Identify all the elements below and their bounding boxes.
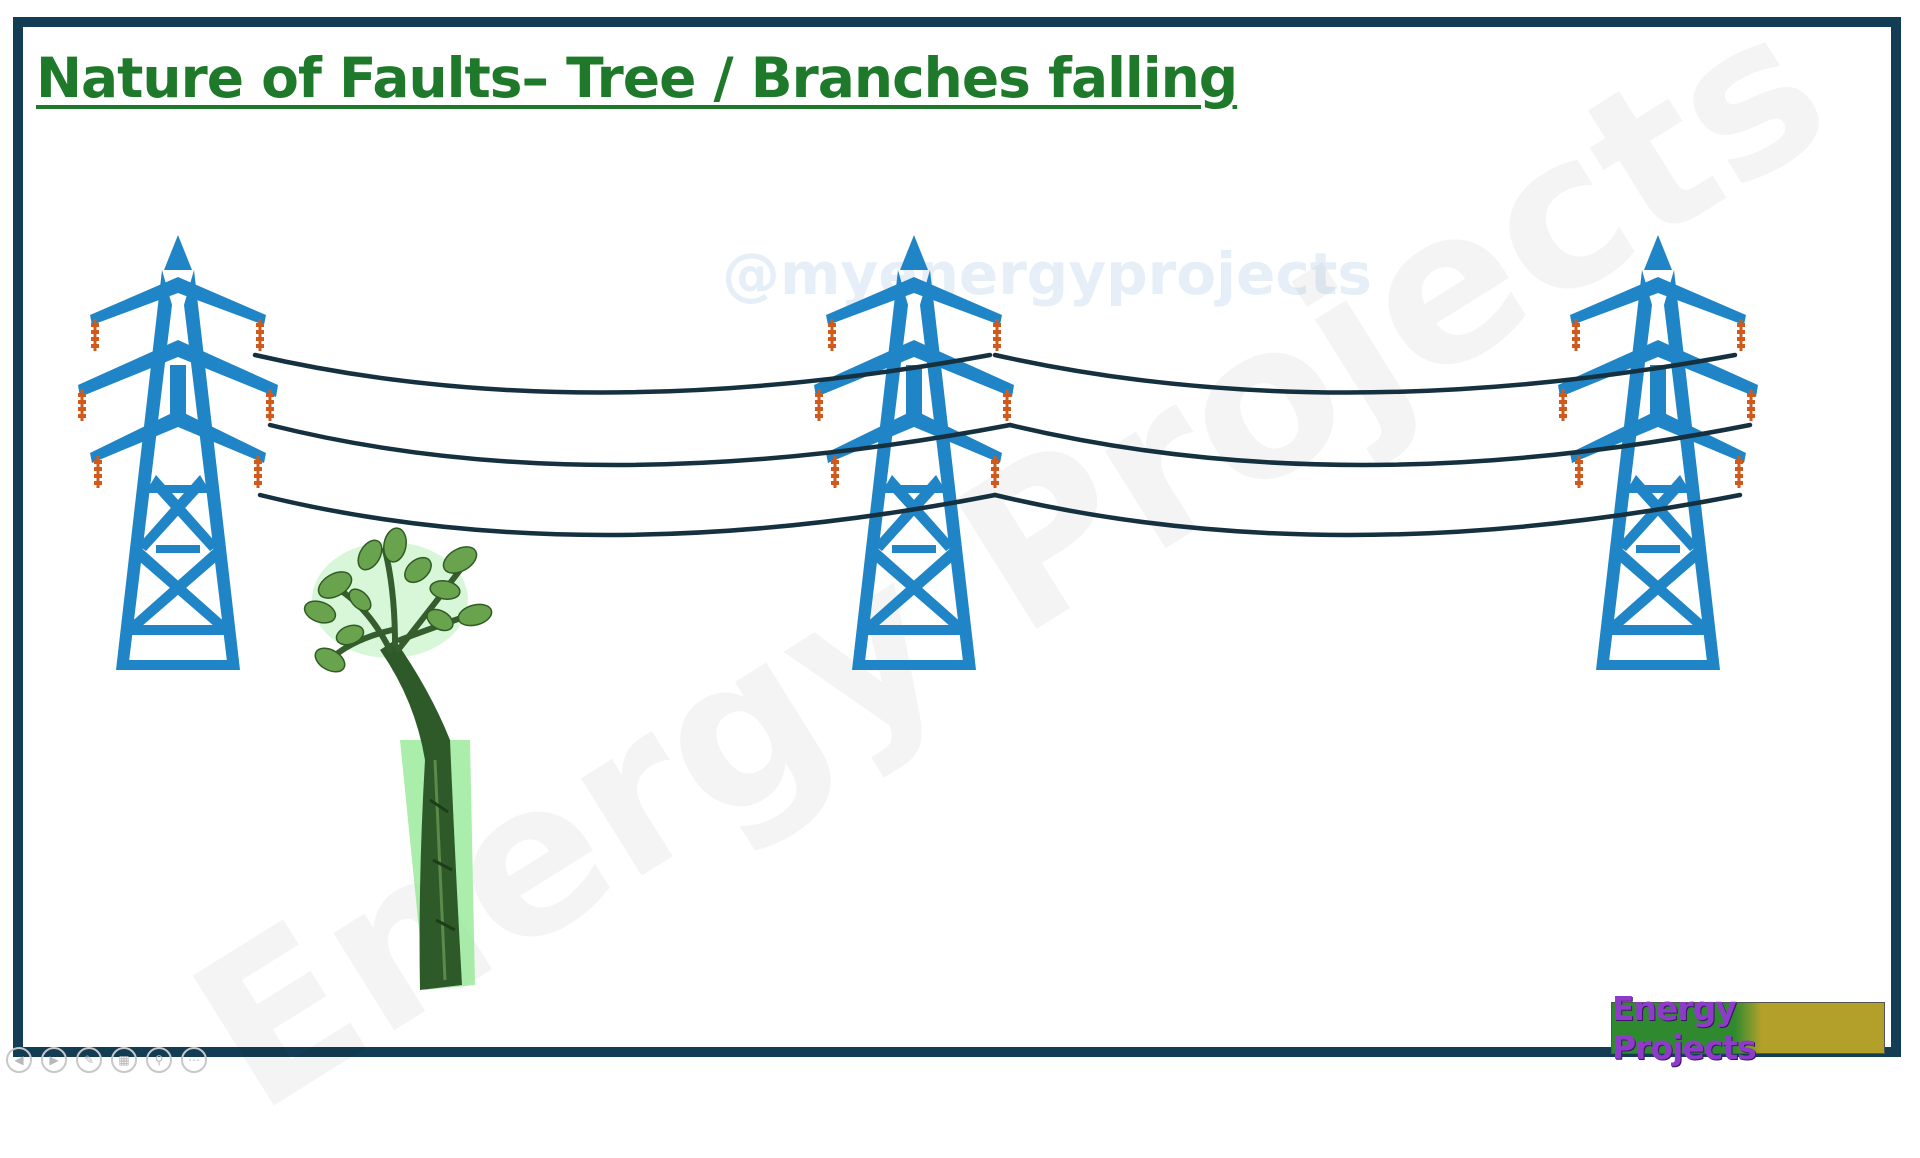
see-all-slides-icon[interactable]: ▦ bbox=[111, 1047, 137, 1073]
zoom-icon[interactable]: ⚲ bbox=[146, 1047, 172, 1073]
logo-text: Energy Projects bbox=[1612, 989, 1757, 1067]
next-slide-icon[interactable]: ▶ bbox=[41, 1047, 67, 1073]
conductor-mid-span1 bbox=[267, 422, 1013, 468]
pen-tool-icon[interactable]: ✎ bbox=[76, 1047, 102, 1073]
conductor-bottom-span2 bbox=[992, 492, 1743, 538]
slide-title: Nature of Faults– Tree / Branches fallin… bbox=[36, 46, 1238, 110]
previous-slide-icon[interactable]: ◀ bbox=[6, 1047, 32, 1073]
conductor-top-span2 bbox=[992, 352, 1738, 395]
tree bbox=[303, 527, 493, 990]
slideshow-controls: ◀ ▶ ✎ ▦ ⚲ ⋯ bbox=[6, 1047, 207, 1073]
conductors bbox=[252, 352, 1753, 538]
energy-projects-logo: Energy Projects bbox=[1611, 989, 1885, 1067]
more-options-icon[interactable]: ⋯ bbox=[181, 1047, 207, 1073]
conductor-bottom-span1 bbox=[257, 492, 998, 538]
conductor-mid-span2 bbox=[1007, 422, 1753, 468]
power-line-scene bbox=[78, 235, 1758, 990]
conductor-top-span1 bbox=[252, 352, 993, 395]
tower-left bbox=[78, 235, 278, 670]
watermark-handle: @myenergyprojects bbox=[722, 240, 1372, 308]
